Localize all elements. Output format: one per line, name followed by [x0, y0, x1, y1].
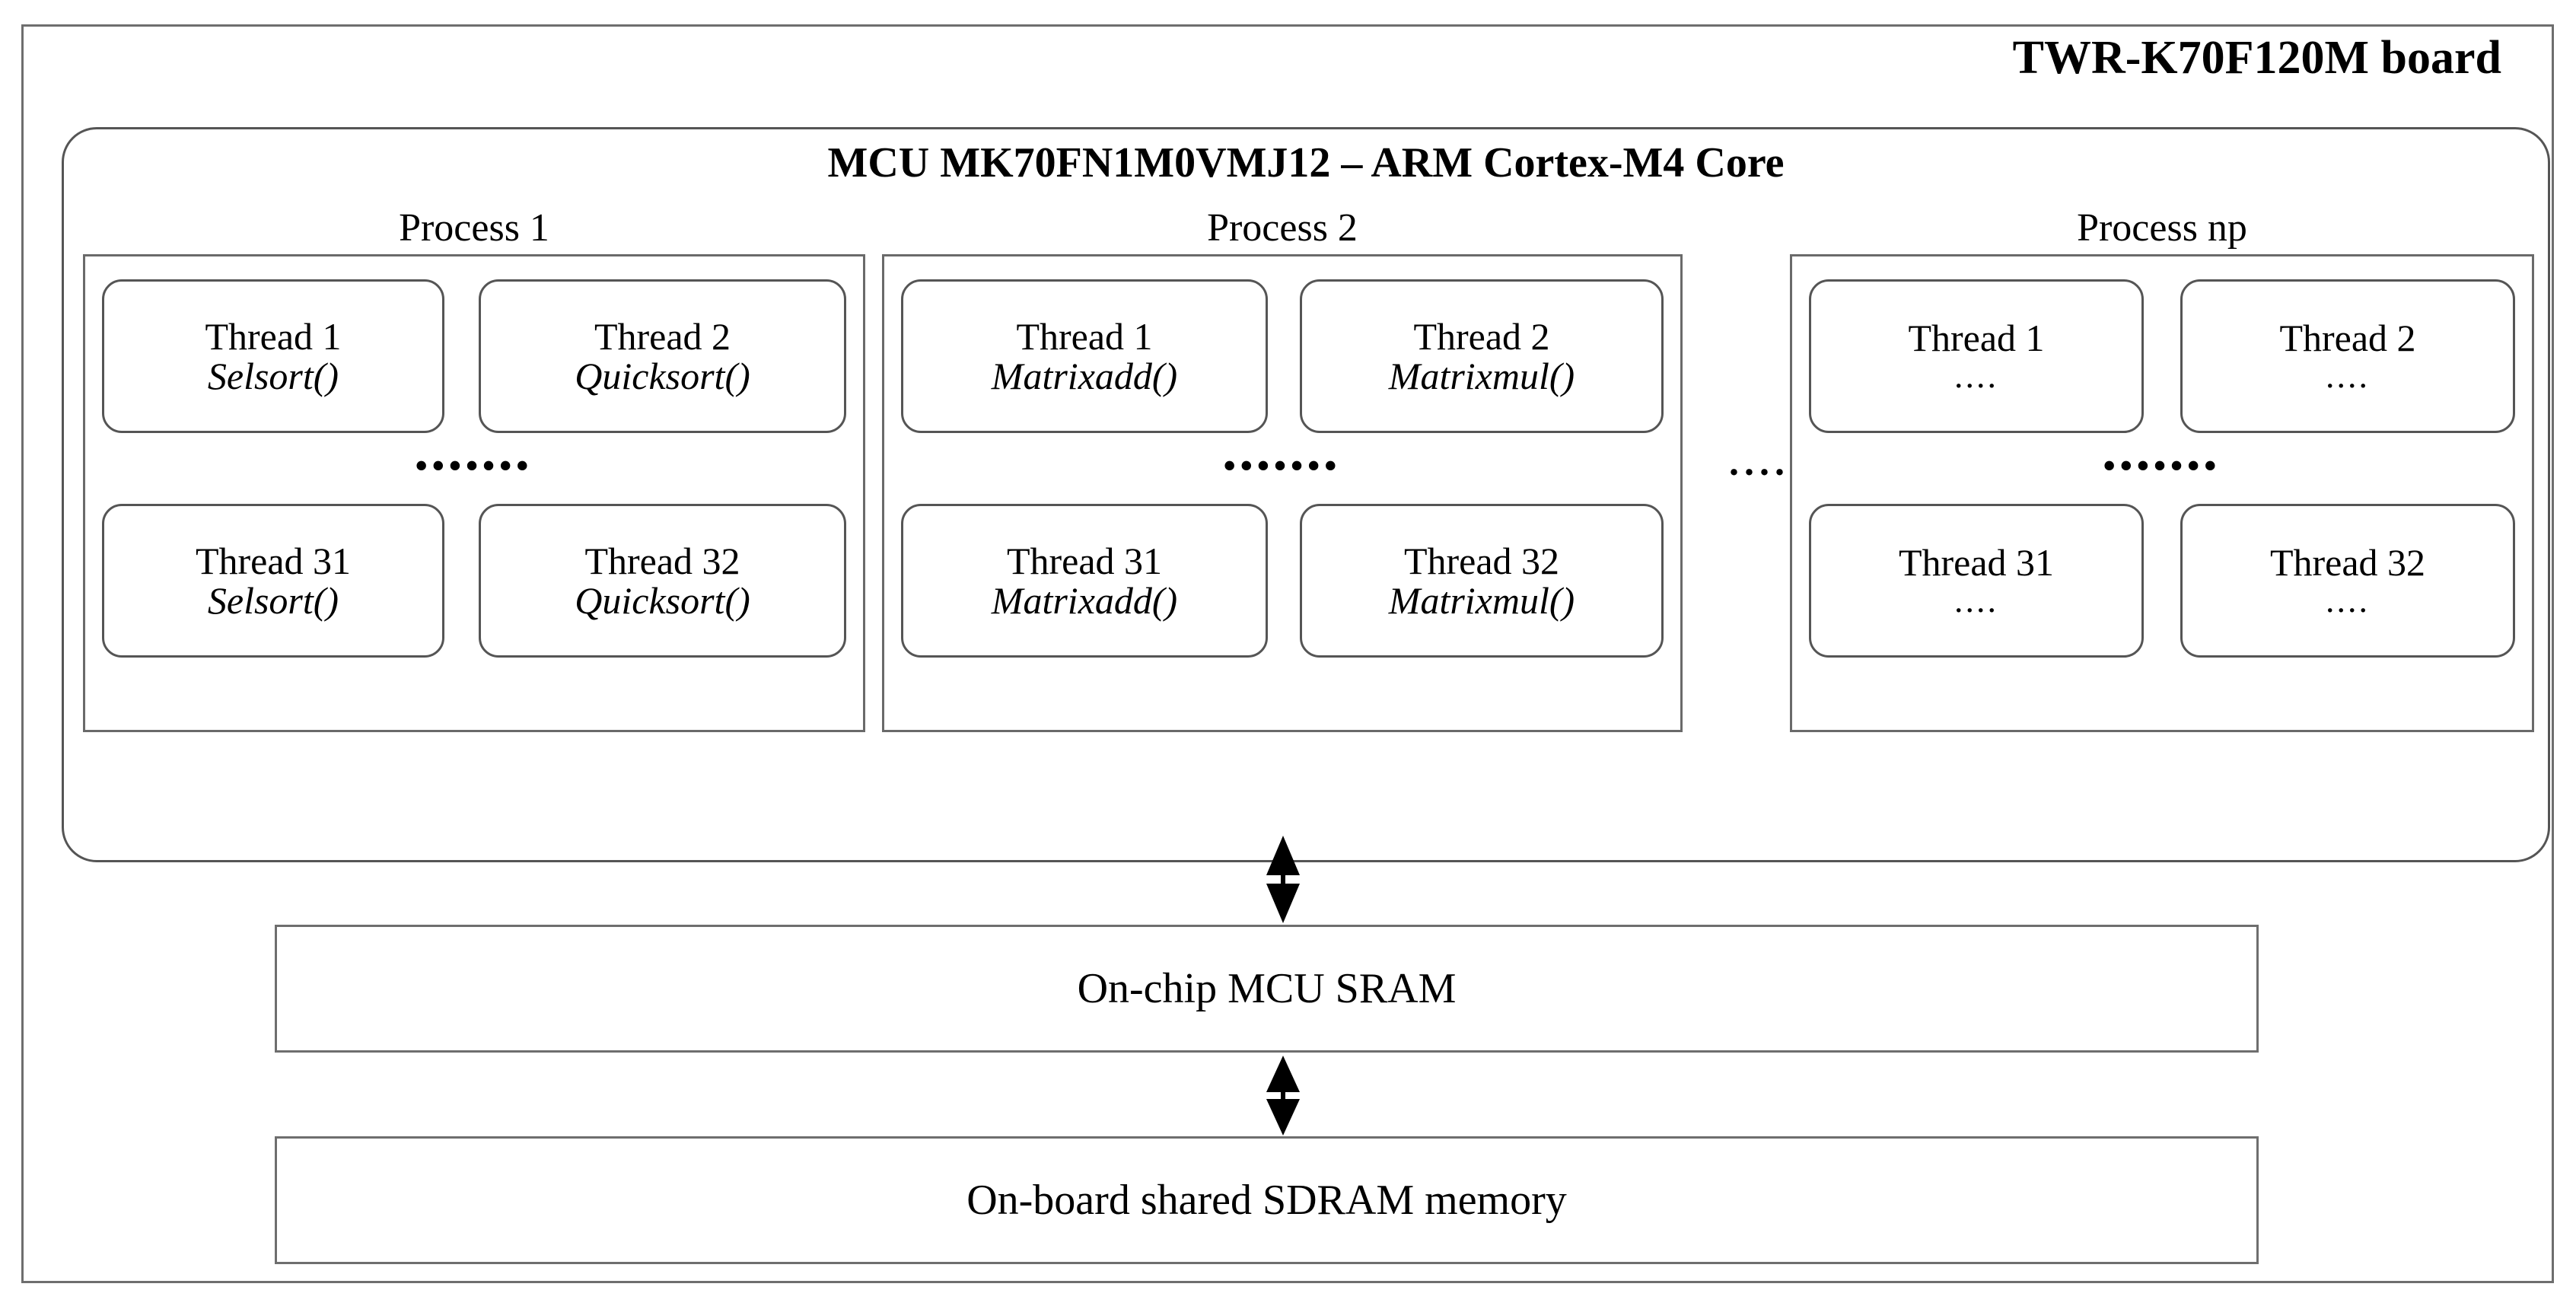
thread-box[interactable]: Thread 1 Matrixadd() [901, 279, 1268, 433]
thread-box[interactable]: Thread 2 Quicksort() [479, 279, 846, 433]
double-arrow-icon [1266, 836, 1300, 923]
thread-row-bottom-np: Thread 31 .... Thread 32 .... [1792, 504, 2532, 658]
thread-name: Thread 31 [1006, 539, 1163, 582]
thread-name: Thread 1 [1908, 316, 2045, 359]
memory-box-sdram[interactable]: On-board shared SDRAM memory [275, 1136, 2259, 1264]
memory-label: On-board shared SDRAM memory [966, 1177, 1567, 1224]
thread-name: Thread 2 [2279, 316, 2416, 359]
thread-box[interactable]: Thread 31 .... [1809, 504, 2144, 658]
thread-function: Quicksort() [575, 355, 750, 397]
mcu-to-sram-arrow [1260, 836, 1306, 923]
thread-box[interactable]: Thread 31 Selsort() [102, 504, 444, 658]
process-ellipsis-separator: .... [1729, 441, 1790, 484]
thread-vertical-ellipsis: ••••••• [415, 446, 533, 485]
thread-function: Matrixadd() [991, 579, 1178, 622]
thread-function: Selsort() [207, 579, 339, 622]
thread-vertical-ellipsis: ••••••• [2103, 446, 2221, 485]
thread-name: Thread 31 [1898, 540, 2055, 584]
thread-row-top-np: Thread 1 .... Thread 2 .... [1792, 279, 2532, 433]
thread-function: Matrixmul() [1388, 355, 1575, 397]
thread-row-top-1: Thread 1 Selsort() Thread 2 Quicksort() [85, 279, 863, 433]
memory-box-sram[interactable]: On-chip MCU SRAM [275, 925, 2259, 1053]
thread-box[interactable]: Thread 1 Selsort() [102, 279, 444, 433]
board-frame: TWR-K70F120M board MCU MK70FN1M0VMJ12 – … [21, 24, 2554, 1283]
sram-to-sdram-arrow [1260, 1056, 1306, 1136]
thread-name: Thread 32 [584, 539, 740, 582]
thread-name: Thread 31 [195, 539, 352, 582]
thread-function: Matrixmul() [1388, 579, 1575, 622]
thread-box[interactable]: Thread 2 .... [2180, 279, 2515, 433]
process-group-box-np: Thread 1 .... Thread 2 .... ••••••• Thre… [1790, 254, 2534, 732]
thread-function: Matrixadd() [991, 355, 1178, 397]
thread-function: .... [2326, 356, 2370, 396]
thread-row-bottom-1: Thread 31 Selsort() Thread 32 Quicksort(… [85, 504, 863, 658]
mcu-title: MCU MK70FN1M0VMJ12 – ARM Cortex-M4 Core [827, 139, 1785, 186]
thread-name: Thread 2 [594, 314, 731, 358]
thread-function: .... [1954, 356, 1998, 396]
thread-function: .... [1954, 581, 1998, 620]
thread-vertical-ellipsis: ••••••• [1223, 446, 1342, 485]
thread-row-top-2: Thread 1 Matrixadd() Thread 2 Matrixmul(… [884, 279, 1680, 433]
thread-box[interactable]: Thread 32 Matrixmul() [1300, 504, 1664, 658]
thread-box[interactable]: Thread 2 Matrixmul() [1300, 279, 1664, 433]
thread-box[interactable]: Thread 32 Quicksort() [479, 504, 846, 658]
thread-box[interactable]: Thread 31 Matrixadd() [901, 504, 1268, 658]
thread-name: Thread 2 [1413, 314, 1550, 358]
process-label-1: Process 1 [399, 206, 549, 250]
process-group-box-2: Thread 1 Matrixadd() Thread 2 Matrixmul(… [882, 254, 1683, 732]
process-group-box-1: Thread 1 Selsort() Thread 2 Quicksort() … [83, 254, 865, 732]
double-arrow-icon [1266, 1056, 1300, 1136]
thread-function: Selsort() [207, 355, 339, 397]
memory-label: On-chip MCU SRAM [1077, 965, 1457, 1012]
thread-box[interactable]: Thread 1 .... [1809, 279, 2144, 433]
thread-name: Thread 1 [1016, 314, 1153, 358]
process-label-2: Process 2 [1207, 206, 1358, 250]
mcu-container: MCU MK70FN1M0VMJ12 – ARM Cortex-M4 Core … [62, 127, 2550, 862]
board-title: TWR-K70F120M board [2012, 32, 2501, 84]
thread-name: Thread 1 [205, 314, 342, 358]
thread-function: Quicksort() [575, 579, 750, 622]
thread-name: Thread 32 [2269, 540, 2426, 584]
process-label-np: Process np [2077, 206, 2247, 250]
thread-row-bottom-2: Thread 31 Matrixadd() Thread 32 Matrixmu… [884, 504, 1680, 658]
thread-box[interactable]: Thread 32 .... [2180, 504, 2515, 658]
thread-name: Thread 32 [1403, 539, 1560, 582]
thread-function: .... [2326, 581, 2370, 620]
